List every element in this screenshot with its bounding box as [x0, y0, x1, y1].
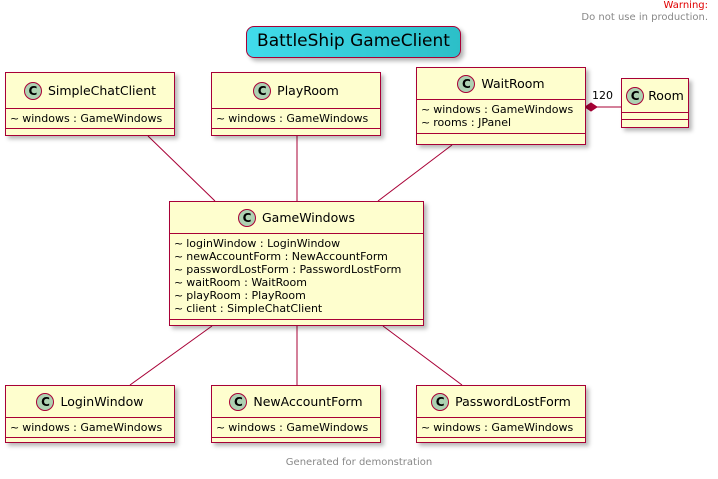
visibility-package-icon: ~	[174, 263, 184, 276]
attribute-text: windows : GameWindows	[22, 112, 163, 125]
class-attributes	[622, 113, 688, 120]
attribute-text: windows : GameWindows	[228, 112, 369, 125]
visibility-package-icon: ~	[216, 421, 226, 434]
attribute-text: windows : GameWindows	[228, 421, 369, 434]
attribute-text: playRoom : PlayRoom	[186, 289, 306, 302]
visibility-package-icon: ~	[174, 289, 184, 302]
edge-simplechatclient-gamewindows	[147, 135, 216, 202]
edge-gamewindows-loginwindow	[129, 325, 213, 386]
class-loginwindow[interactable]: C LoginWindow ~windows : GameWindows	[5, 385, 175, 443]
class-header: C WaitRoom	[417, 68, 585, 100]
class-attributes: ~windows : GameWindows	[6, 109, 174, 129]
class-name: PlayRoom	[277, 83, 339, 98]
class-passwordlostform[interactable]: C PasswordLostForm ~windows : GameWindow…	[416, 385, 586, 443]
class-attributes: ~windows : GameWindows	[6, 418, 174, 438]
class-header: C PasswordLostForm	[417, 386, 585, 418]
class-stereotype-icon: C	[431, 392, 450, 411]
visibility-package-icon: ~	[421, 421, 431, 434]
visibility-package-icon: ~	[10, 112, 20, 125]
attribute: ~newAccountForm : NewAccountForm	[174, 250, 419, 263]
attribute-text: rooms : JPanel	[433, 116, 512, 129]
visibility-package-icon: ~	[174, 250, 184, 263]
class-header: C GameWindows	[170, 202, 423, 234]
attribute: ~windows : GameWindows	[10, 421, 170, 434]
class-room[interactable]: C Room	[621, 78, 689, 128]
class-name: GameWindows	[261, 210, 355, 225]
class-stereotype-icon: C	[626, 86, 645, 105]
class-newaccountform[interactable]: C NewAccountForm ~windows : GameWindows	[211, 385, 381, 443]
class-playroom[interactable]: C PlayRoom ~windows : GameWindows	[211, 72, 381, 136]
class-attributes: ~windows : GameWindows	[212, 418, 380, 438]
class-header: C Room	[622, 79, 688, 113]
class-name: LoginWindow	[60, 394, 144, 409]
attribute-text: newAccountForm : NewAccountForm	[186, 250, 388, 263]
attribute: ~passwordLostForm : PasswordLostForm	[174, 263, 419, 276]
warning-text: Do not use in production.	[581, 12, 708, 23]
class-gamewindows[interactable]: C GameWindows ~loginWindow : LoginWindow…	[169, 201, 424, 326]
warning-note: Warning: Do not use in production.	[581, 0, 708, 24]
edge-waitroom-gamewindows	[377, 144, 453, 202]
multiplicity-to: 20	[599, 89, 613, 102]
class-simplechatclient[interactable]: C SimpleChatClient ~windows : GameWindow…	[5, 72, 175, 136]
visibility-package-icon: ~	[421, 103, 431, 116]
class-name: Room	[648, 88, 684, 103]
class-attributes: ~windows : GameWindows ~rooms : JPanel	[417, 100, 585, 134]
class-attributes: ~windows : GameWindows	[417, 418, 585, 438]
visibility-package-icon: ~	[10, 421, 20, 434]
class-name: WaitRoom	[481, 76, 545, 91]
attribute-text: windows : GameWindows	[433, 421, 574, 434]
attribute: ~windows : GameWindows	[10, 112, 170, 125]
attribute-text: loginWindow : LoginWindow	[186, 237, 341, 250]
visibility-package-icon: ~	[174, 302, 184, 315]
attribute: ~rooms : JPanel	[421, 116, 581, 129]
attribute: ~waitRoom : WaitRoom	[174, 276, 419, 289]
visibility-package-icon: ~	[216, 112, 226, 125]
class-header: C LoginWindow	[6, 386, 174, 418]
class-attributes: ~windows : GameWindows	[212, 109, 380, 129]
class-header: C PlayRoom	[212, 73, 380, 109]
edge-gamewindows-passwordlostform	[382, 325, 463, 386]
attribute: ~playRoom : PlayRoom	[174, 289, 419, 302]
class-header: C SimpleChatClient	[6, 73, 174, 109]
visibility-package-icon: ~	[174, 276, 184, 289]
attribute-text: passwordLostForm : PasswordLostForm	[186, 263, 402, 276]
class-stereotype-icon: C	[36, 392, 55, 411]
footer-caption: Generated for demonstration	[285, 457, 433, 468]
class-stereotype-icon: C	[457, 74, 476, 93]
class-stereotype-icon: C	[253, 81, 272, 100]
attribute: ~windows : GameWindows	[421, 103, 581, 116]
visibility-package-icon: ~	[421, 116, 431, 129]
attribute-text: windows : GameWindows	[22, 421, 163, 434]
diagram-title: BattleShip GameClient	[246, 26, 461, 58]
attribute: ~windows : GameWindows	[216, 421, 376, 434]
attribute-text: client : SimpleChatClient	[186, 302, 323, 315]
attribute: ~client : SimpleChatClient	[174, 302, 419, 315]
class-header: C NewAccountForm	[212, 386, 380, 418]
class-stereotype-icon: C	[23, 81, 42, 100]
attribute: ~loginWindow : LoginWindow	[174, 237, 419, 250]
attribute-text: waitRoom : WaitRoom	[186, 276, 307, 289]
visibility-package-icon: ~	[174, 237, 184, 250]
composition-diamond	[584, 102, 598, 112]
class-attributes: ~loginWindow : LoginWindow ~newAccountFo…	[170, 234, 423, 320]
attribute: ~windows : GameWindows	[216, 112, 376, 125]
class-name: NewAccountForm	[253, 394, 363, 409]
class-name: SimpleChatClient	[47, 83, 157, 98]
warning-label: Warning:	[663, 0, 708, 11]
class-stereotype-icon: C	[237, 208, 256, 227]
class-waitroom[interactable]: C WaitRoom ~windows : GameWindows ~rooms…	[416, 67, 586, 145]
attribute-text: windows : GameWindows	[433, 103, 574, 116]
class-stereotype-icon: C	[229, 392, 248, 411]
class-name: PasswordLostForm	[455, 394, 571, 409]
multiplicity-from: 1	[592, 89, 599, 102]
attribute: ~windows : GameWindows	[421, 421, 581, 434]
